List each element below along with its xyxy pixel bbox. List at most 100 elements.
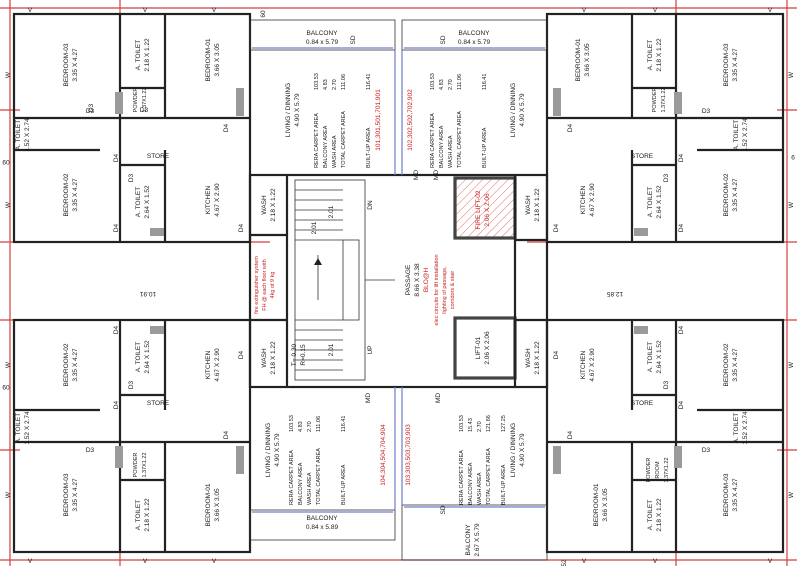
door-d3d: D3 [128,173,135,182]
area-val-3: 2.70 [332,79,338,90]
living-label: LIVING / DINNING [510,423,517,477]
area-val-4: 111.06 [457,74,463,90]
vent-v: V [582,558,587,565]
door-d4: D4 [567,123,574,132]
balcony-tr-label: BALCONY [458,30,490,37]
kitchen-label: KITCHEN [205,350,212,379]
door-d4c: D4 [678,400,685,409]
bedroom-01-label: BEDROOM-01 [205,38,212,81]
bedroom-03-label: BEDROOM-03 [63,473,70,516]
window-w: W [788,361,795,368]
vent-v: V [28,7,33,14]
door-d4c: D4 [113,400,120,409]
area-val-3: 2.70 [477,421,483,432]
area-val-3: 2.70 [307,421,313,432]
dim-09-bottom: 09 [2,383,10,390]
atoilet-3-size: 2.18 X 1.22 [144,498,151,532]
vent-v2: V [143,558,148,565]
wash-size: 2.18 X 1.22 [270,188,277,222]
area-label-1: RERA CARPET AREA [459,450,465,505]
area-label-3: WASH AREA [307,472,313,505]
bedroom-02-size: 3.35 X 4.27 [732,178,739,212]
door-d4b: D4 [238,350,245,359]
wash-label: WASH [261,195,268,215]
door-d3: D3 [702,108,711,115]
atoilet-2-label: A. TOILET [15,413,22,443]
passage-note: BLO@H [423,268,430,293]
door-d3b: D3 [86,447,95,454]
area-val-4: 121.66 [486,415,492,432]
atoilet-label: A. TOILET [647,40,654,70]
vent-v3: V [768,7,773,14]
living-size: 4.90 X 5.79 [274,433,281,467]
dim-left: 10.91 [139,290,156,297]
kitchen-label: KITCHEN [205,185,212,214]
area-label-5: BUILT-UP AREA [341,464,347,505]
window-w2: W [5,491,12,498]
bedroom-03-size: 3.35 X 4.27 [72,48,79,82]
atoilet-2-size: 1.52 X 2.74 [24,411,31,445]
dim-9-right: 9 [791,153,795,160]
door-d4: D4 [678,325,685,334]
living-label: LIVING / DINNING [510,83,517,137]
bedroom-02-size: 3.35 X 4.27 [72,178,79,212]
bedroom-03-label: BEDROOM-03 [723,473,730,516]
area-val-1: 103.53 [459,415,465,432]
sd-label: SD [350,35,357,44]
area-label-1: RERA CARPET AREA [430,113,436,168]
elec-note-2: lighting of passage, [442,266,448,314]
stair-up-label: UP [367,345,374,354]
door-d4b: D4 [113,153,120,162]
flat-numbers: 103,303,503,703,903 [405,424,412,486]
atoilet-3-size: 2.64 X 1.52 [144,185,151,219]
bedroom-02-label: BEDROOM-02 [723,173,730,216]
atoilet-label: A. TOILET [135,342,142,372]
area-val-5: 116.41 [482,74,488,90]
bedroom-01-size: 3.66 X 3.05 [214,488,221,522]
powder-label: POWDER [133,88,139,113]
flat-numbers: 102,302,502,702,902 [407,89,414,151]
atoilet-3-size: 2.64 X 1.52 [656,185,663,219]
wash-size: 2.18 X 1.22 [534,341,541,375]
powder-size: 1.37X1.22 [142,87,148,112]
lift-size: 2.06 X 2.06 [484,331,491,365]
door-d4b: D4 [678,153,685,162]
area-label-1: RERA CARPET AREA [314,113,320,168]
partitions-top-left [14,14,250,242]
balcony-br-label: BALCONY [465,524,472,556]
vent-v: V [28,558,33,565]
stair-dim-mid: 2.01 [311,221,318,234]
living-label: LIVING / DINNING [285,83,292,137]
powder-size: 1.37X1.22 [664,457,670,482]
balcony-tl-size: 0.84 x 5.79 [306,39,339,46]
door-d4c: D4 [678,223,685,232]
door-d3: D3 [128,380,135,389]
bedroom-03-size: 3.35 X 4.27 [732,478,739,512]
bedroom-01-size: 3.66 X 3.05 [584,43,591,77]
kitchen-size: 4.67 X 2.90 [589,348,596,382]
area-label-5: BUILT-UP AREA [366,127,372,168]
kitchen-size: 4.67 X 2.90 [214,183,221,217]
fire-note-3: 4kg of 9 kg [270,272,276,299]
vent-v3: V [212,558,217,565]
area-val-5: 116.41 [366,74,372,90]
door-d4d: D4 [567,430,574,439]
area-label-5: BUILT-UP AREA [482,127,488,168]
core [248,50,549,510]
atoilet-3-label: A. TOILET [135,187,142,217]
area-val-4: 111.06 [316,416,322,432]
area-val-1: 103.53 [289,415,295,432]
wash-label: WASH [525,348,532,368]
door-d4d: D4 [238,223,245,232]
balcony-bl-label: BALCONY [306,515,338,522]
elec-note-1: elec circuits for lift installation [434,254,440,325]
stair-dn-label: DN [367,200,374,210]
balcony-tl-label: BALCONY [306,30,338,37]
kitchen-size: 4.67 X 2.90 [589,183,596,217]
living-size: 4.90 X 5.79 [294,93,301,127]
atoilet-2-size: 1.52 X 2.74 [742,411,749,445]
overall-dimensions: 10.91 12.85 09 09 9 [2,153,795,390]
md-label-3: MD [365,393,372,403]
dim-09-top: 09 [2,158,10,165]
